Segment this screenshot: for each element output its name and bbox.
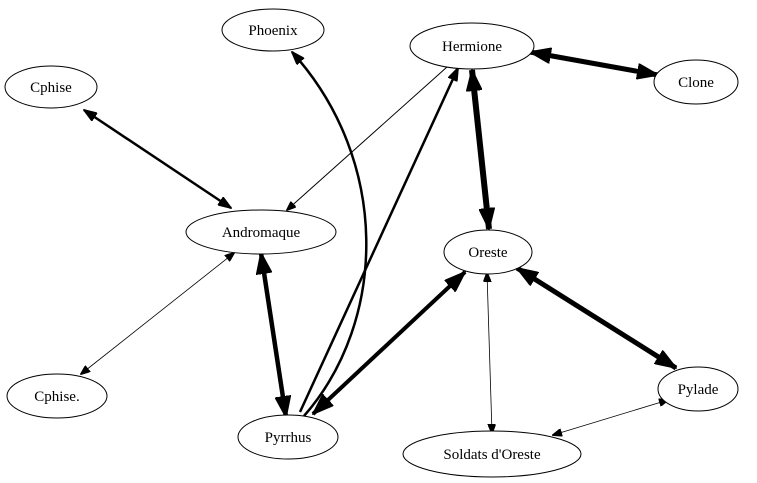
edge-oreste-pyrrhus xyxy=(313,272,465,414)
node-andromaque: Andromaque xyxy=(185,209,337,255)
edge-pylade-soldats xyxy=(553,400,668,435)
node-label: Soldats d'Oreste xyxy=(443,447,541,463)
edges xyxy=(81,52,676,435)
node-label: Phoenix xyxy=(248,23,298,39)
node-label: Cphise. xyxy=(34,389,79,405)
node-pyrrhus: Pyrrhus xyxy=(237,414,339,460)
node-label: Andromaque xyxy=(222,225,301,241)
node-cphise-dot: Cphise. xyxy=(6,373,108,419)
node-oreste: Oreste xyxy=(443,229,533,275)
edge-hermione-oreste xyxy=(472,70,489,229)
edge-hermione-clone xyxy=(530,52,658,75)
node-label: Pyrrhus xyxy=(265,430,312,446)
nodes: Phoenix Hermione Cphise Clone Andromaque… xyxy=(4,8,739,478)
node-hermione: Hermione xyxy=(409,22,535,70)
node-label: Pylade xyxy=(678,382,719,398)
node-pylade: Pylade xyxy=(657,366,739,412)
node-label: Cphise xyxy=(30,80,72,96)
edge-hermione-andromaque xyxy=(287,66,448,210)
edge-andromaque-pyrrhus xyxy=(261,253,286,417)
edge-oreste-pylade xyxy=(517,265,676,371)
node-soldats: Soldats d'Oreste xyxy=(402,430,582,478)
node-label: Clone xyxy=(678,75,714,91)
node-clone: Clone xyxy=(653,59,739,105)
edge-cphise-andromaque xyxy=(84,110,231,208)
node-label: Oreste xyxy=(468,245,507,261)
node-phoenix: Phoenix xyxy=(221,8,325,52)
node-label: Hermione xyxy=(442,39,502,55)
edge-oreste-soldats xyxy=(487,273,492,433)
edge-andromaque-cphise-dot xyxy=(81,253,234,374)
node-cphise: Cphise xyxy=(4,65,98,109)
